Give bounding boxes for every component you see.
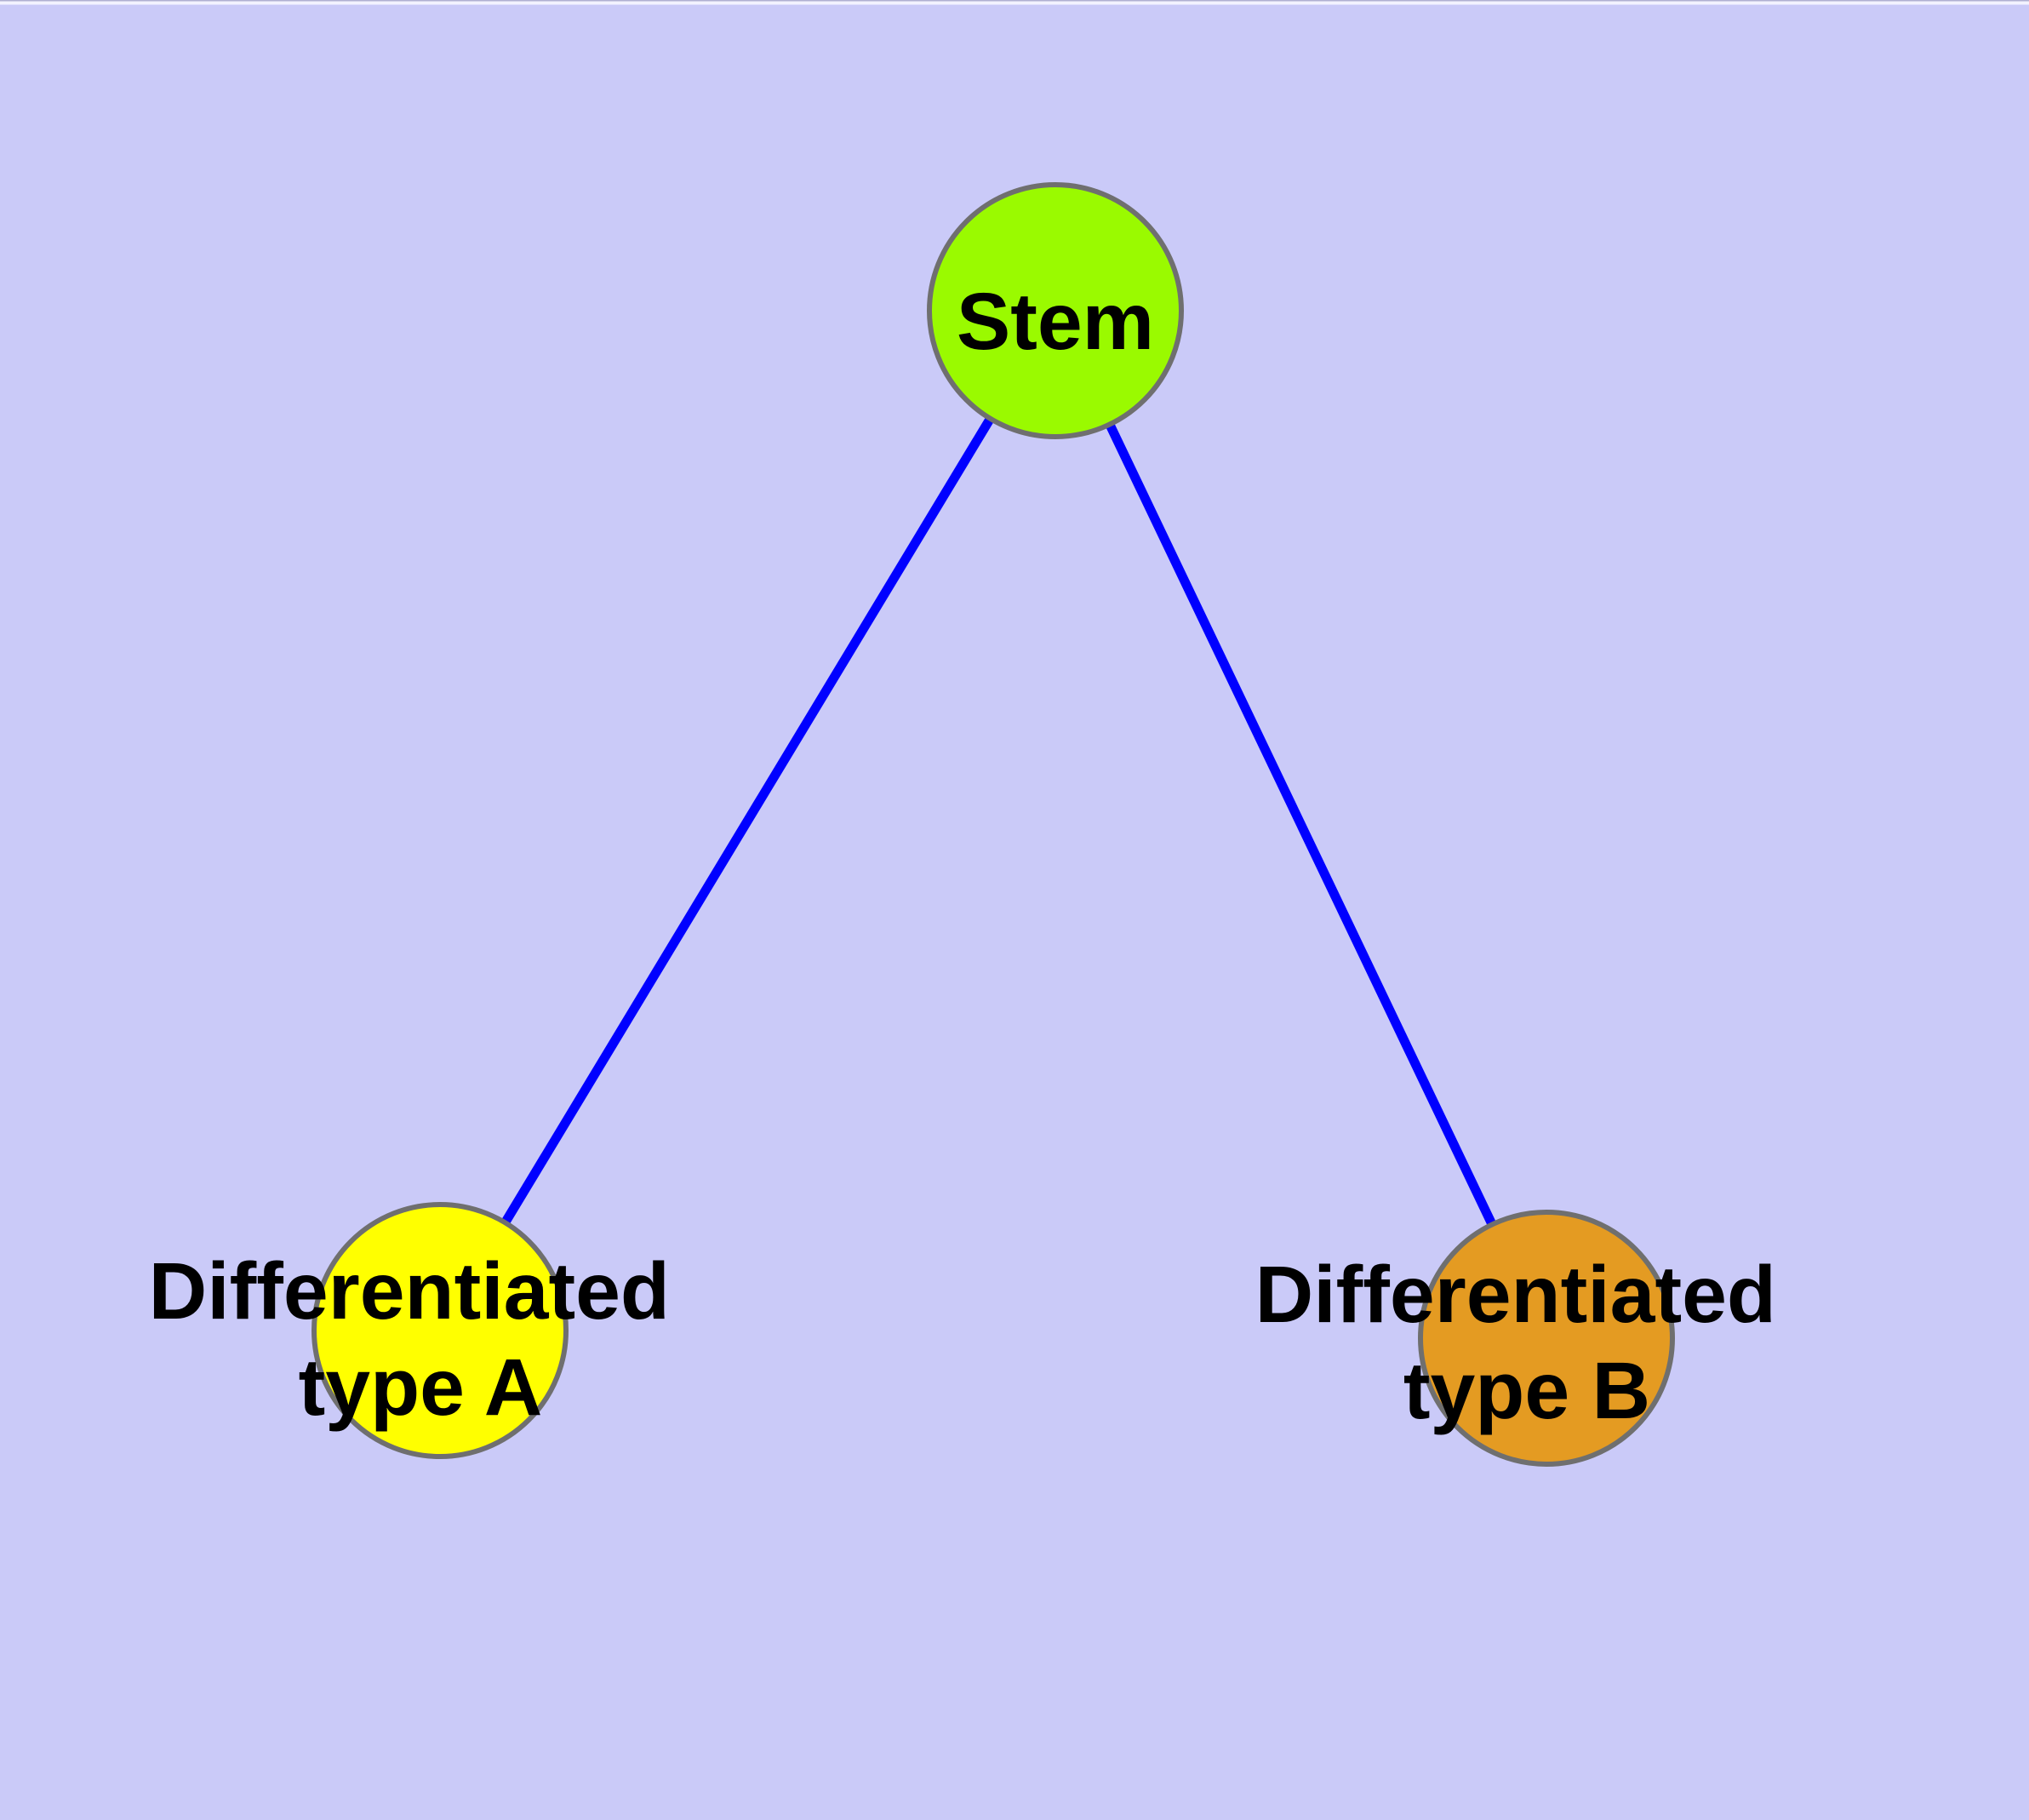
node-type-b-label: Differentiated type B	[1255, 1250, 1799, 1436]
node-type-a-label: Differentiated type A	[149, 1246, 693, 1433]
node-stem-label-line: Stem	[957, 277, 1154, 367]
node-stem-label: Stem	[957, 277, 1154, 367]
node-type-b-label-line1: Differentiated	[1255, 1250, 1776, 1340]
node-type-b-label-line2: type B	[1403, 1346, 1650, 1436]
node-type-a-label-line1: Differentiated	[149, 1246, 670, 1336]
window-top-edge-line	[0, 0, 2029, 2]
edge-stem-to-type-a	[436, 308, 1060, 1333]
node-type-a-circle	[311, 1202, 569, 1459]
window-top-edge-strip	[0, 1, 2029, 5]
node-stem-circle	[927, 182, 1184, 439]
node-type-a-label-line2: type A	[299, 1342, 543, 1433]
node-type-b-circle	[1418, 1210, 1675, 1467]
edge-stem-to-type-b	[1051, 308, 1551, 1341]
